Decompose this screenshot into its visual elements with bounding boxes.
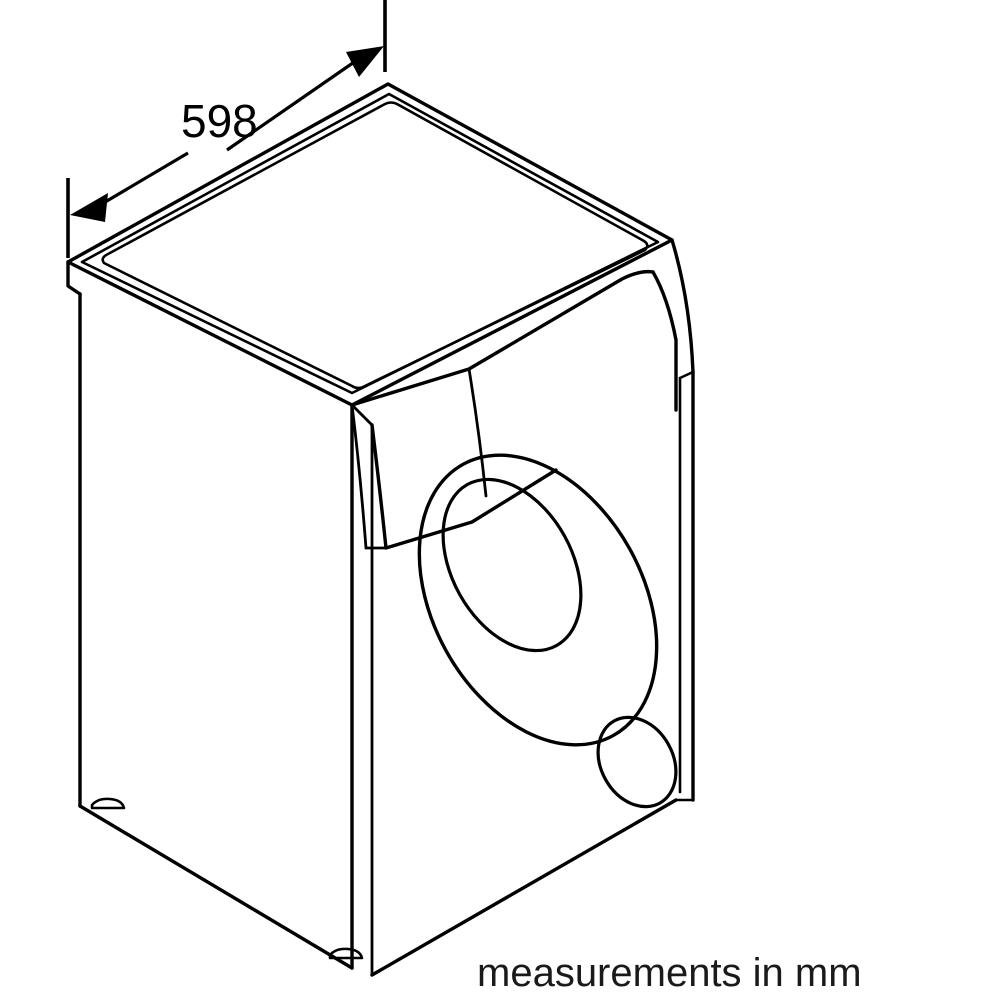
dimension-value-598: 598 [181, 95, 258, 147]
front-panel-bottom-edge [370, 798, 678, 977]
caption-measurements-in-mm: measurements in mm [477, 951, 862, 995]
dimension-leader-upper [226, 56, 361, 152]
fascia-top-edge [350, 269, 655, 407]
drain-filter-cap [596, 715, 678, 809]
top-lid-outer-outline [66, 82, 674, 407]
fascia-divider-line [467, 367, 488, 498]
washing-machine-body [66, 82, 695, 977]
dimension-arrowhead-right [346, 46, 384, 77]
porthole-door-outer-ring [417, 453, 659, 747]
fascia-left-bevel [350, 403, 368, 550]
rear-edge-bevel-top [678, 370, 695, 380]
dimension-leader-lower [94, 151, 189, 210]
dimension-group-598 [66, 0, 387, 258]
left-side-bottom-edge [78, 804, 354, 970]
rear-shoulder-curve [670, 238, 695, 374]
front-face-upper-right-chamfer [651, 270, 678, 412]
front-panel-corner-bevel [350, 403, 374, 427]
top-lid-inset-panel [101, 101, 649, 390]
adjustable-foot-left [90, 797, 126, 810]
lid-thickness-left-corner [66, 260, 82, 296]
dimension-arrowhead-left [70, 193, 108, 222]
adjustable-foot-front [328, 947, 364, 960]
porthole-door-glass [441, 477, 583, 653]
top-lid-inner-rim-line [80, 92, 660, 395]
